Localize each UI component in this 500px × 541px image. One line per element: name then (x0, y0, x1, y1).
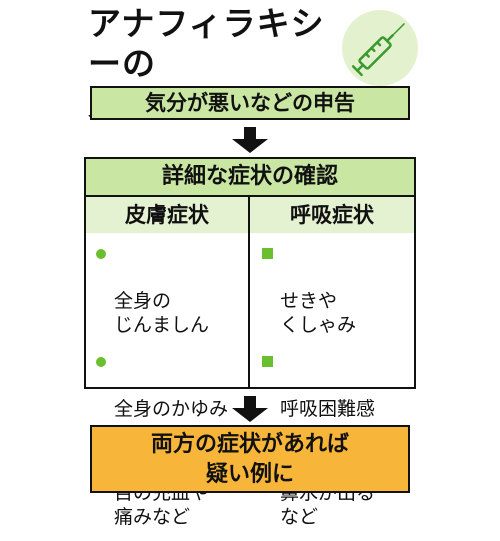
list-item: 全身のかゆみ (96, 349, 246, 421)
bullet-square-icon (262, 248, 273, 259)
list-item: 呼吸困難感 (262, 349, 412, 421)
down-arrow-icon (232, 396, 268, 422)
bullet-circle-icon (96, 357, 106, 367)
symptom-check-header: 詳細な症状の確認 (86, 159, 414, 197)
list-item-text: 全身のかゆみ (114, 398, 229, 420)
column-divider (248, 197, 250, 387)
respiratory-symptoms-heading: 呼吸症状 (250, 197, 414, 233)
list-item-text: 呼吸困難感 (280, 398, 376, 420)
list-item: 全身の じんましん (96, 241, 246, 337)
step-report-box: 気分が悪いなどの申告 (90, 86, 410, 120)
bullet-square-icon (262, 356, 273, 367)
skin-symptoms-heading: 皮膚症状 (86, 197, 248, 233)
suspected-case-box: 両方の症状があれば 疑い例に (90, 425, 410, 493)
bullet-circle-icon (96, 249, 106, 259)
symptom-check-box: 詳細な症状の確認 皮膚症状 呼吸症状 全身の じんましん 全身のかゆみ 目の充血… (84, 157, 416, 528)
list-item: せきや くしゃみ (262, 241, 412, 337)
syringe-icon (342, 10, 418, 86)
list-item-text: 全身の じんましん (114, 290, 210, 336)
list-item-text: せきや くしゃみ (280, 290, 357, 336)
skin-symptom-list: 全身の じんましん 全身のかゆみ 目の充血や 痛みなど (96, 241, 246, 541)
respiratory-symptom-list: せきや くしゃみ 呼吸困難感 鼻水が出る など (262, 241, 412, 541)
down-arrow-icon (232, 127, 268, 153)
